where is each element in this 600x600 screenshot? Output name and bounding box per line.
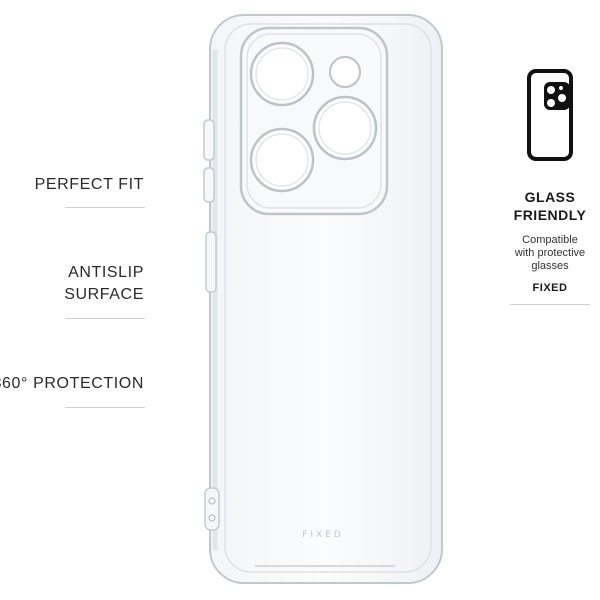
phone-camera-glass-icon bbox=[527, 69, 573, 161]
feature-360-protection: 360° PROTECTION bbox=[0, 373, 144, 395]
feature-antislip-surface: ANTISLIP SURFACE bbox=[64, 262, 144, 306]
feature-divider bbox=[65, 407, 145, 408]
glass-brand-label: FIXED bbox=[532, 282, 568, 294]
feature-label: ANTISLIP bbox=[68, 264, 144, 281]
feature-label: PERFECT FIT bbox=[34, 176, 144, 193]
case-brand-logo: FIXED bbox=[302, 530, 344, 540]
glass-friendly-panel: GLASS FRIENDLY Compatible with protectiv… bbox=[500, 60, 600, 305]
glass-friendly-description: Compatible with protective glasses bbox=[514, 234, 586, 272]
feature-perfect-fit: PERFECT FIT bbox=[35, 174, 144, 196]
feature-divider bbox=[65, 318, 145, 319]
feature-label: 360° PROTECTION bbox=[0, 375, 144, 392]
feature-label: SURFACE bbox=[64, 286, 144, 303]
phone-case-image: FIXED FIXED bbox=[203, 14, 443, 584]
glass-friendly-title: GLASS FRIENDLY bbox=[513, 189, 587, 223]
feature-divider bbox=[65, 207, 145, 208]
glass-divider bbox=[510, 304, 590, 305]
